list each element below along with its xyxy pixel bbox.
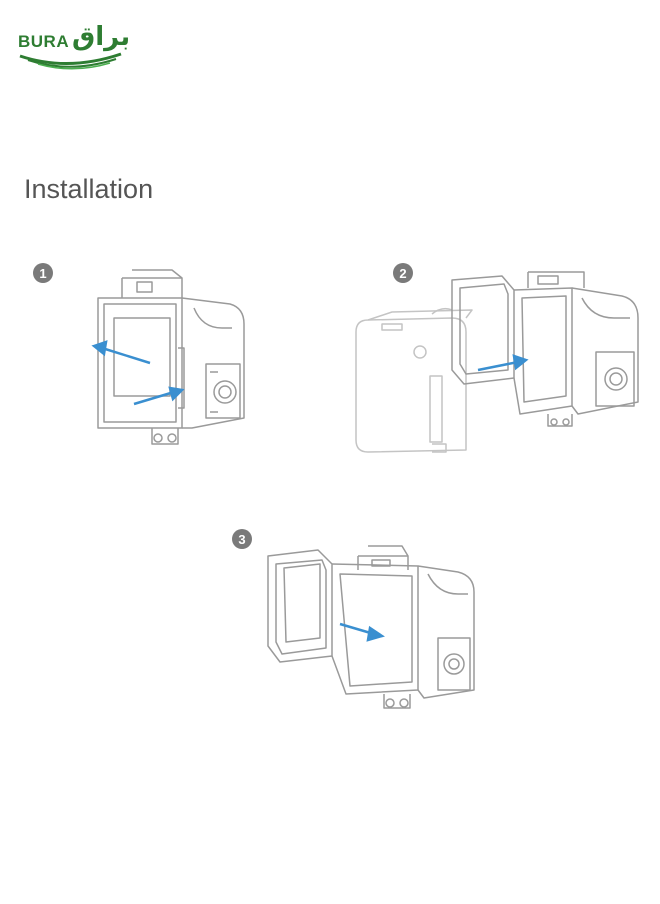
step-2-badge: 2	[393, 263, 413, 283]
step-1-badge: 1	[33, 263, 53, 283]
page-title: Installation	[24, 174, 154, 204]
step-3-illustration	[267, 545, 475, 709]
logo-swoosh-icon	[19, 52, 122, 70]
brand-logo: BURA براق	[18, 22, 130, 74]
step-1-illustration	[91, 269, 245, 445]
step-3-badge: 3	[232, 529, 252, 549]
step-2-illustration	[355, 271, 639, 453]
brand-arabic: براق	[72, 22, 131, 52]
brand-latin: BURA	[18, 32, 70, 51]
